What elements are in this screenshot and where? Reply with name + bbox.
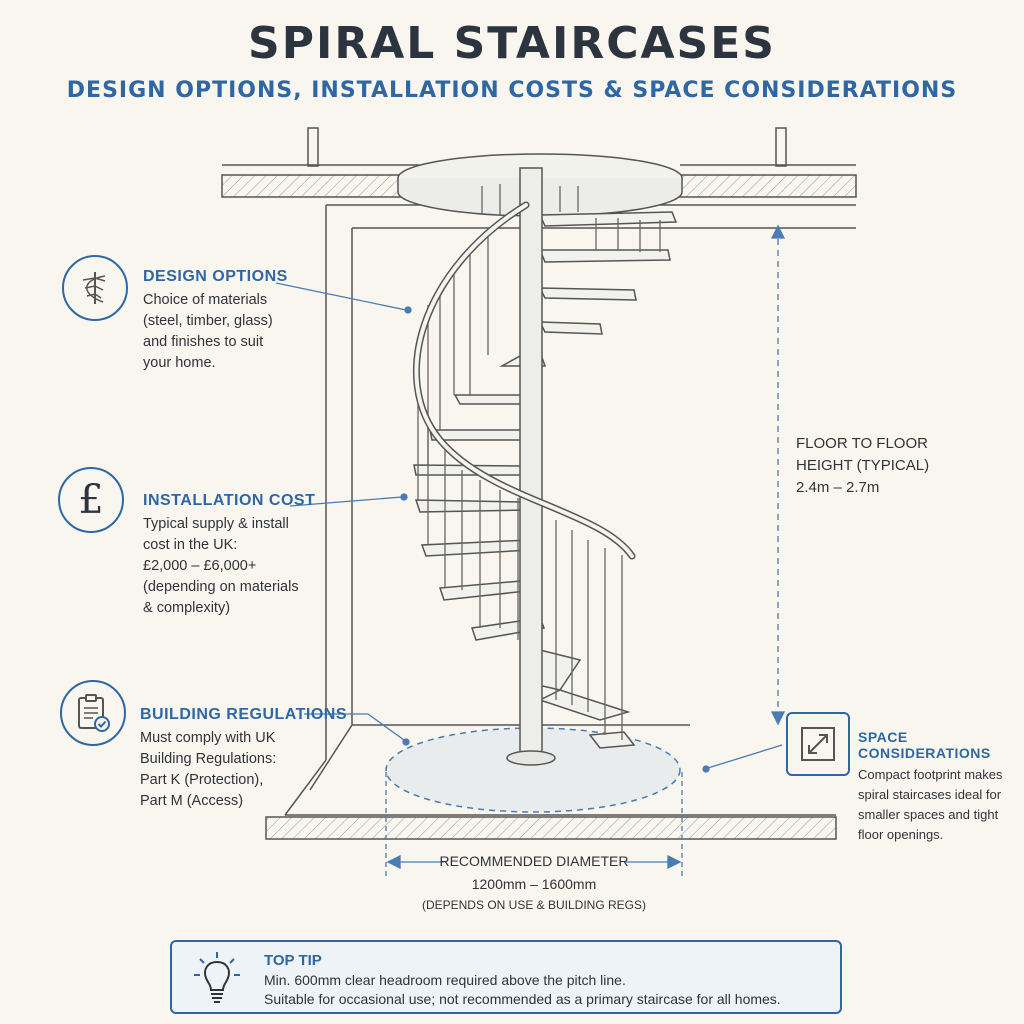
spiral-stair-icon [82, 272, 106, 304]
space-considerations-heading: SPACE CONSIDERATIONS [858, 729, 991, 761]
installation-cost-line: (depending on materials [143, 579, 299, 595]
page-title: SPIRAL STAIRCASES [248, 18, 776, 69]
space-considerations-line: Compact footprint makes [858, 767, 1003, 782]
floor-height-value: 2.4m – 2.7m [796, 479, 880, 496]
space-considerations-callout: SPACE CONSIDERATIONS Compact footprint m… [858, 729, 1024, 845]
space-icon-badge [786, 712, 850, 776]
central-pole [506, 167, 556, 766]
design-icon-badge [62, 255, 128, 321]
height-dimension [770, 224, 786, 726]
design-options-callout: DESIGN OPTIONS Choice of materials (stee… [143, 268, 288, 374]
space-considerations-line: spiral staircases ideal for [858, 787, 1002, 802]
design-options-heading: DESIGN OPTIONS [143, 268, 288, 285]
diameter-label: RECOMMENDED DIAMETER [439, 853, 629, 869]
balusters [417, 184, 661, 740]
page-subtitle: DESIGN OPTIONS, INSTALLATION COSTS & SPA… [66, 78, 958, 103]
design-options-line: (steel, timber, glass) [143, 313, 273, 329]
top-tip-heading: TOP TIP [264, 952, 322, 969]
top-tip-line: Min. 600mm clear headroom required above… [264, 972, 626, 988]
building-regulations-line: Part M (Access) [140, 793, 244, 809]
regs-icon-badge [60, 680, 126, 746]
clipboard-check-icon [78, 694, 110, 732]
installation-cost-line: Typical supply & install [143, 516, 289, 532]
space-considerations-line: smaller spaces and tight [858, 807, 999, 822]
stair-treads [413, 211, 678, 749]
design-options-line: Choice of materials [143, 292, 268, 308]
installation-cost-callout: INSTALLATION COST Typical supply & insta… [143, 492, 315, 619]
design-options-line: and finishes to suit [143, 334, 264, 350]
building-regulations-callout: BUILDING REGULATIONS Must comply with UK… [140, 706, 347, 812]
diameter-ellipse [385, 727, 681, 813]
installation-cost-heading: INSTALLATION COST [143, 492, 316, 509]
resize-arrow-icon [801, 727, 835, 761]
cost-icon-badge: £ [58, 467, 124, 533]
floor-height-label: HEIGHT (TYPICAL) [796, 457, 930, 474]
building-regulations-line: Building Regulations: [140, 751, 277, 767]
floor-height-note: FLOOR TO FLOOR HEIGHT (TYPICAL) 2.4m – 2… [796, 433, 929, 499]
building-regulations-heading: BUILDING REGULATIONS [140, 706, 348, 723]
upper-floor-slab [221, 127, 857, 198]
diameter-dimension [385, 772, 683, 878]
floor-height-label: FLOOR TO FLOOR [796, 435, 928, 452]
building-regulations-line: Must comply with UK [140, 730, 276, 746]
pound-icon: £ [78, 477, 104, 523]
top-tip-line: Suitable for occasional use; not recomme… [264, 991, 781, 1007]
installation-cost-line: £2,000 – £6,000+ [143, 558, 257, 574]
leader-lines [275, 282, 783, 773]
installation-cost-line: & complexity) [143, 600, 231, 616]
design-options-line: your home. [143, 355, 216, 371]
diameter-value: 1200mm – 1600mm [471, 876, 597, 892]
diameter-note: (DEPENDS ON USE & BUILDING REGS) [421, 898, 647, 912]
space-considerations-line: floor openings. [858, 827, 944, 842]
building-regulations-line: Part K (Protection), [140, 772, 264, 788]
top-tip-box: TOP TIP Min. 600mm clear headroom requir… [170, 940, 842, 1014]
lower-floor-slab [265, 814, 837, 840]
installation-cost-line: cost in the UK: [143, 537, 238, 553]
lightbulb-icon [194, 952, 240, 1003]
